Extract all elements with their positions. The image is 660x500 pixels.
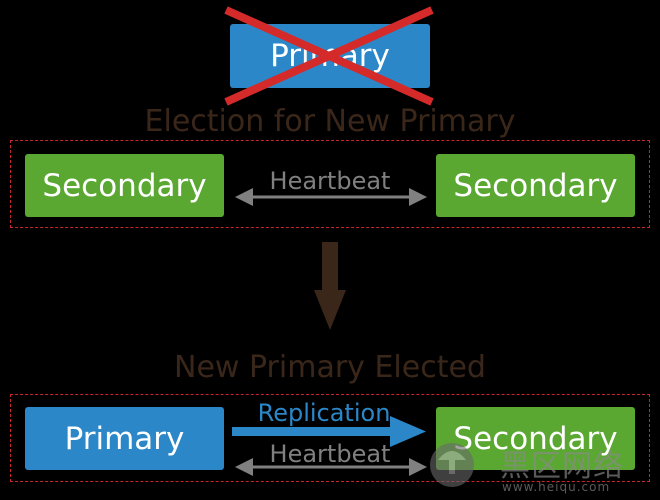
election-heading: Election for New Primary	[144, 104, 516, 139]
secondary-box-left: Secondary	[25, 154, 224, 217]
watermark-url: www.heiqu.com	[502, 480, 611, 494]
new-primary-label: Primary	[64, 420, 185, 457]
remaining-secondary-label: Secondary	[453, 420, 618, 457]
transition-down-arrow	[314, 242, 346, 330]
replication-label: Replication	[257, 399, 391, 427]
watermark-brand: 黑区网络	[500, 449, 624, 484]
election-group-border	[10, 140, 650, 228]
secondary-left-label: Secondary	[42, 167, 207, 204]
result-group-border	[10, 394, 650, 482]
elected-heading: New Primary Elected	[174, 350, 486, 385]
replication-arrow	[232, 416, 426, 447]
failed-cross-icon	[224, 6, 434, 106]
new-primary-box: Primary	[25, 407, 224, 470]
watermark-logo	[430, 443, 474, 487]
secondary-right-label: Secondary	[453, 167, 618, 204]
secondary-box-right: Secondary	[436, 154, 635, 217]
